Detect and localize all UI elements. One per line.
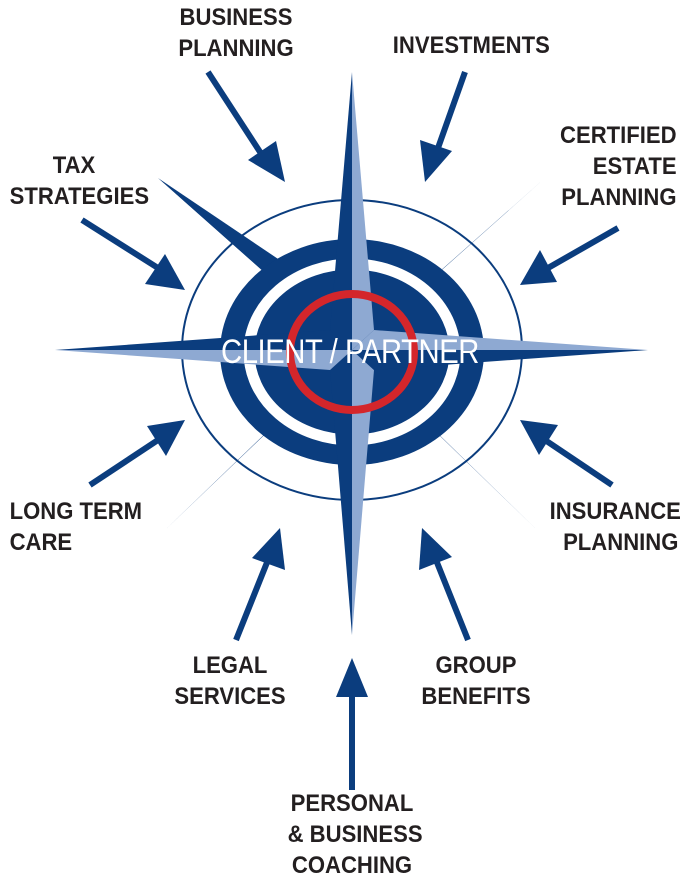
label-long-term-care: LONG TERM CARE bbox=[9, 496, 143, 558]
label-line: LEGAL bbox=[192, 652, 268, 679]
point-south-light bbox=[352, 350, 374, 635]
label-line: INVESTMENTS bbox=[392, 32, 550, 59]
label-tax-strategies: TAX STRATEGIES bbox=[9, 150, 150, 212]
label-line: SERVICES bbox=[174, 683, 286, 710]
label-line: GROUP bbox=[435, 652, 517, 679]
arrow-insurance-planning bbox=[520, 420, 614, 488]
label-line: PLANNING bbox=[178, 35, 294, 62]
label-line: CARE bbox=[9, 529, 73, 556]
label-line: LONG TERM bbox=[9, 498, 143, 525]
point-west-light bbox=[55, 350, 352, 370]
label-personal-business-coaching: PERSONAL & BUSINESS COACHING bbox=[287, 788, 423, 881]
label-legal-services: LEGAL SERVICES bbox=[173, 650, 287, 712]
label-insurance-planning: INSURANCE PLANNING bbox=[549, 496, 681, 558]
label-line: COACHING bbox=[291, 852, 413, 879]
point-south-dark bbox=[330, 350, 352, 635]
center-label: CLIENT / PARTNER bbox=[221, 333, 479, 371]
label-line: BUSINESS bbox=[179, 4, 293, 31]
cardinal-points bbox=[55, 72, 648, 635]
arrows bbox=[80, 70, 620, 790]
point-north-dark bbox=[330, 72, 352, 350]
arrow-tax-strategies bbox=[80, 217, 185, 290]
arrow-legal-services bbox=[233, 528, 285, 642]
arrow-business-planning bbox=[205, 70, 285, 182]
label-business-planning: BUSINESS PLANNING bbox=[177, 2, 295, 64]
label-certified-estate-planning: CERTIFIED ESTATE PLANNING bbox=[551, 120, 677, 213]
label-line: ESTATE bbox=[592, 153, 677, 180]
arrow-certified-estate-planning bbox=[520, 225, 620, 285]
arrow-personal-business-coaching bbox=[336, 658, 368, 790]
label-line: BENEFITS bbox=[421, 683, 531, 710]
center-red-ring bbox=[286, 290, 418, 414]
label-line: CERTIFIED bbox=[560, 122, 677, 149]
label-line: PLANNING bbox=[561, 184, 677, 211]
arrow-long-term-care bbox=[88, 420, 185, 488]
arrow-group-benefits bbox=[419, 528, 471, 642]
label-line: STRATEGIES bbox=[9, 183, 150, 210]
point-north-light bbox=[352, 72, 374, 350]
label-line: & BUSINESS bbox=[287, 821, 423, 848]
label-line: INSURANCE bbox=[549, 498, 681, 525]
point-west-dark bbox=[55, 330, 352, 350]
point-east-dark bbox=[352, 350, 648, 370]
label-group-benefits: GROUP BENEFITS bbox=[419, 650, 533, 712]
label-line: PLANNING bbox=[563, 529, 679, 556]
label-investments: INVESTMENTS bbox=[392, 30, 550, 61]
label-line: TAX bbox=[52, 152, 96, 179]
label-line: PERSONAL bbox=[290, 790, 414, 817]
point-east-light bbox=[352, 330, 648, 350]
arrow-investments bbox=[420, 70, 468, 182]
